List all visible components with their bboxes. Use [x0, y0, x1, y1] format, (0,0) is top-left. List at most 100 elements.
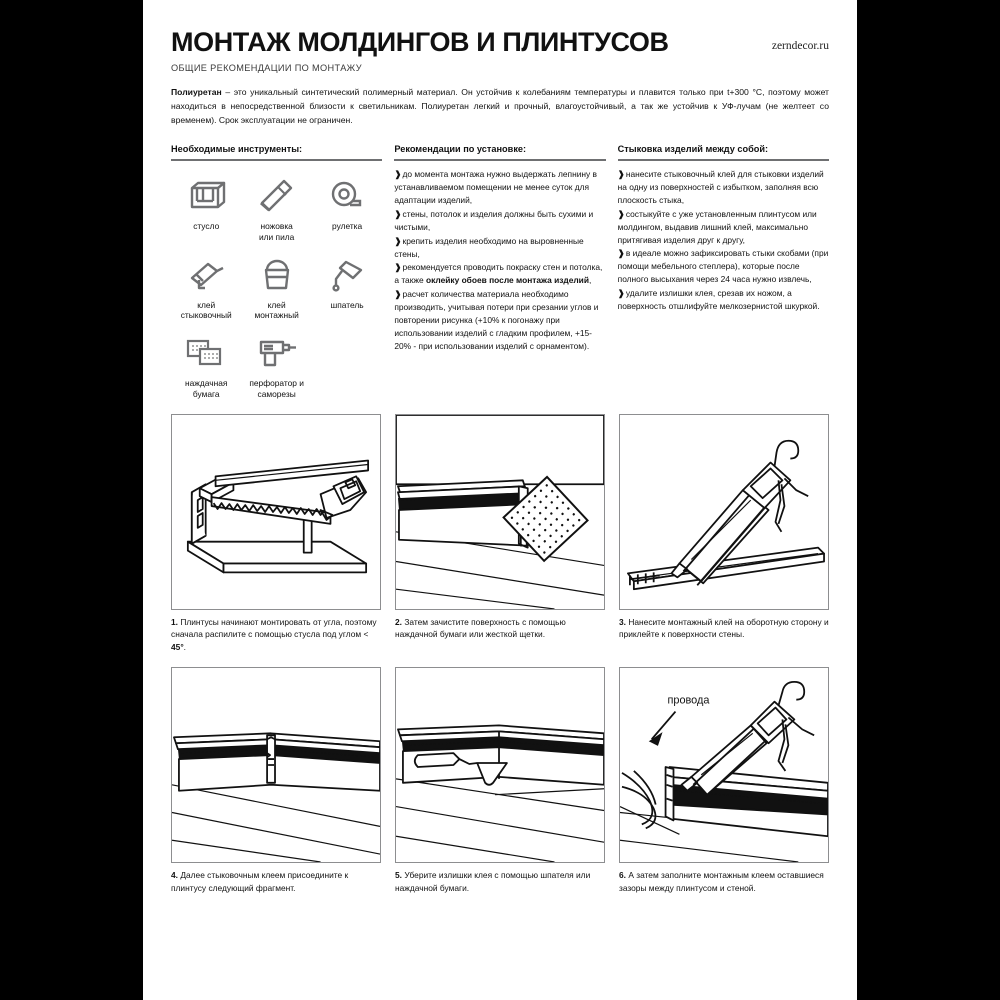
- step-text: Затем зачистите поверхность с помощью на…: [395, 616, 566, 640]
- figure-label-wires: провода: [668, 695, 711, 707]
- list-item: ❱крепить изделия необходимо на выровненн…: [394, 235, 605, 261]
- list-item: ❱рекомендуется проводить покраску стен и…: [394, 261, 605, 287]
- document-header: МОНТАЖ МОЛДИНГОВ И ПЛИНТУСОВ ОБЩИЕ РЕКОМ…: [171, 27, 829, 74]
- site-url: zerndecor.ru: [771, 40, 829, 52]
- info-columns: Необходимые инструменты:: [171, 144, 829, 400]
- caulking-gun-icon: [186, 253, 226, 297]
- step-emphasis: 45°: [171, 641, 184, 652]
- list-item: ❱нанесите стыковочный клей для стыковки …: [618, 168, 829, 207]
- tools-column: Необходимые инструменты:: [171, 144, 383, 400]
- miter-box-sawing-figure: [171, 413, 381, 610]
- tape-measure-icon: [327, 174, 367, 218]
- step-cell-2: 2. Затем зачистите поверхность с помощью…: [395, 413, 605, 654]
- tool-item-handsaw: ножовка или пила: [241, 168, 311, 243]
- list-item: ❱состыкуйте с уже установленным плинтусо…: [618, 208, 829, 247]
- step-text: Уберите излишки клея с помощью шпателя и…: [395, 870, 591, 894]
- sandpaper-icon: [184, 331, 228, 375]
- applying-glue-figure: [619, 413, 829, 610]
- step-number: 6.: [619, 870, 626, 881]
- tool-label: наждачная бумага: [185, 378, 228, 399]
- steps-grid: 1. Плинтусы начинают монтировать от угла…: [171, 413, 829, 895]
- step-cell-5: 5. Уберите излишки клея с помощью шпател…: [395, 667, 605, 894]
- list-item: ❱расчет количества материала необходимо …: [394, 288, 605, 352]
- spatula-icon: [327, 253, 367, 297]
- tools-column-rule: [171, 159, 383, 162]
- tool-label: клей монтажный: [254, 299, 299, 321]
- step-cell-6: провода 6. А затем заполните монтажным к…: [619, 667, 829, 894]
- sanding-baseboard-figure: [395, 413, 605, 610]
- step-number: 2.: [395, 616, 402, 627]
- tools-grid: стусло ножовка или п: [171, 168, 382, 400]
- bullet-icon: ❱: [394, 235, 401, 246]
- tool-item-tape-measure: рулетка: [312, 168, 382, 243]
- step-number: 1.: [171, 616, 178, 627]
- handsaw-icon: [257, 174, 297, 218]
- tool-label: стусло: [193, 221, 220, 232]
- list-item-text: до момента монтажа нужно выдержать лепни…: [394, 169, 597, 205]
- list-item-text: стены, потолок и изделия должны быть сух…: [394, 208, 594, 232]
- step-cell-4: 4. Далее стыковочным клеем присоедините …: [171, 667, 381, 894]
- step-caption: 3. Нанесите монтажный клей на оборотную …: [619, 616, 829, 641]
- tools-column-title: Необходимые инструменты:: [171, 144, 303, 155]
- list-item: ❱в идеале можно зафиксировать стыки скоб…: [618, 247, 829, 286]
- step-cell-3: 3. Нанесите монтажный клей на оборотную …: [619, 413, 829, 654]
- list-item-tail: ,: [588, 275, 592, 286]
- miter-box-icon: [186, 174, 226, 218]
- tool-item-drill: перфоратор и саморезы: [241, 325, 311, 400]
- step-text: А затем заполните монтажным клеем оставш…: [619, 870, 824, 894]
- tool-item-caulking-gun: клей стыковочный: [171, 247, 241, 322]
- bullet-icon: ❱: [617, 248, 625, 259]
- install-column-body: ❱до момента монтажа нужно выдержать лепн…: [394, 168, 605, 352]
- tool-label: шпатель: [330, 299, 364, 310]
- bullet-icon: ❱: [394, 289, 401, 300]
- bullet-icon: ❱: [394, 208, 401, 219]
- step-caption: 1. Плинтусы начинают монтировать от угла…: [171, 616, 381, 654]
- list-item-emphasis: оклейку обоев после монтажа изделий: [425, 275, 589, 286]
- removing-excess-glue-figure: [395, 667, 605, 864]
- list-item: ❱до момента монтажа нужно выдержать лепн…: [394, 168, 605, 207]
- step-text: Плинтусы начинают монтировать от угла, п…: [171, 616, 377, 640]
- list-item-text: нанесите стыковочный клей для стыковки и…: [617, 169, 824, 205]
- document-page: МОНТАЖ МОЛДИНГОВ И ПЛИНТУСОВ ОБЩИЕ РЕКОМ…: [143, 0, 857, 1000]
- glue-bucket-icon: [257, 253, 297, 297]
- bullet-icon: ❱: [394, 262, 401, 273]
- step-number: 3.: [619, 616, 626, 627]
- list-item-text: расчет количества материала необходимо п…: [394, 289, 599, 351]
- joining-column: Стыковка изделий между собой: ❱нанесите …: [617, 144, 829, 400]
- install-column-title: Рекомендации по установке:: [394, 144, 527, 155]
- filling-gaps-figure: провода: [619, 667, 829, 864]
- tool-item-miter-box: стусло: [171, 168, 241, 243]
- list-item-text: рекомендуется проводить покраску стен и …: [394, 262, 603, 286]
- step-caption: 4. Далее стыковочным клеем присоедините …: [171, 869, 381, 894]
- joining-column-body: ❱нанесите стыковочный клей для стыковки …: [618, 168, 829, 313]
- tool-label: рулетка: [332, 221, 363, 232]
- step-tail: .: [183, 641, 186, 652]
- intro-lead: Полиуретан: [171, 87, 222, 98]
- bullet-icon: ❱: [617, 169, 625, 180]
- step-number: 4.: [171, 870, 178, 881]
- list-item-text: состыкуйте с уже установленным плинтусом…: [617, 208, 817, 245]
- bullet-icon: ❱: [394, 169, 401, 180]
- step-text: Нанесите монтажный клей на оборотную сто…: [619, 616, 829, 640]
- install-column-rule: [394, 159, 606, 162]
- bullet-icon: ❱: [617, 287, 625, 298]
- page-title: МОНТАЖ МОЛДИНГОВ И ПЛИНТУСОВ: [171, 27, 669, 57]
- joining-fragments-figure: [171, 667, 381, 864]
- install-column: Рекомендации по установке: ❱до момента м…: [394, 144, 606, 400]
- joining-column-rule: [617, 159, 829, 162]
- step-text: Далее стыковочным клеем присоедините к п…: [171, 870, 349, 894]
- tool-item-sandpaper: наждачная бумага: [171, 325, 241, 400]
- list-item-text: удалите излишки клея, срезав их ножом, а…: [617, 287, 820, 311]
- step-caption: 6. А затем заполните монтажным клеем ост…: [619, 869, 829, 894]
- tool-label: ножовка или пила: [258, 221, 295, 242]
- list-item-text: в идеале можно зафиксировать стыки скоба…: [617, 248, 829, 285]
- page-subtitle: ОБЩИЕ РЕКОМЕНДАЦИИ ПО МОНТАЖУ: [171, 63, 362, 74]
- bullet-icon: ❱: [617, 208, 625, 219]
- step-caption: 2. Затем зачистите поверхность с помощью…: [395, 616, 605, 641]
- tool-label: перфоратор и саморезы: [249, 378, 304, 399]
- list-item-text: крепить изделия необходимо на выровненны…: [394, 235, 584, 259]
- tool-label: клей стыковочный: [180, 299, 232, 321]
- joining-column-title: Стыковка изделий между собой:: [617, 144, 769, 155]
- list-item: ❱удалите излишки клея, срезав их ножом, …: [618, 287, 829, 313]
